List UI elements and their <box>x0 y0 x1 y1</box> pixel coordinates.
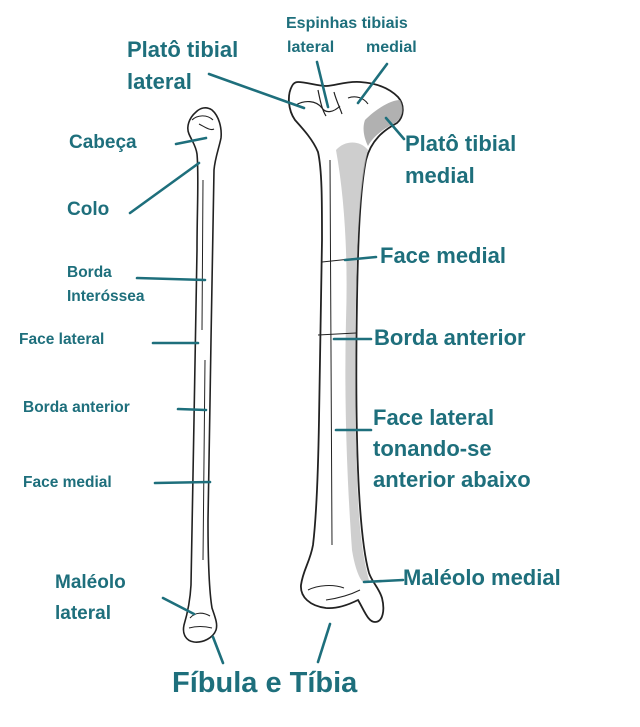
label-borda-anterior-fibula: Borda anterior <box>23 399 130 416</box>
label-borda-interossea-2: Interóssea <box>67 288 145 305</box>
label-espinha-medial: medial <box>366 39 417 56</box>
leader-plato-lateral <box>207 72 306 110</box>
leader-face-medial-tibia <box>343 255 378 262</box>
leader-maleolo-lateral <box>161 596 196 616</box>
leader-borda-anterior-fibula <box>176 407 208 412</box>
label-face-lateral-tibia-3: anterior abaixo <box>373 467 531 492</box>
leader-maleolo-medial <box>362 578 405 584</box>
leader-colo <box>128 161 201 215</box>
label-maleolo-medial: Maléolo medial <box>403 565 561 590</box>
diagram-title: Fíbula e Tíbia <box>172 667 358 699</box>
label-plato-medial-1: Platô tibial <box>405 131 517 156</box>
leader-plato-medial <box>384 116 406 141</box>
leader-espinha-medial <box>356 62 389 105</box>
leader-face-medial-fibula <box>153 480 212 485</box>
label-borda-interossea-1: Borda <box>67 264 112 281</box>
label-espinha-lateral: lateral <box>287 39 335 56</box>
label-face-medial-tibia: Face medial <box>380 243 506 268</box>
label-face-lateral-tibia-1: Face lateral <box>373 405 495 430</box>
label-borda-anterior-tibia: Borda anterior <box>374 325 526 350</box>
leader-title-fibula <box>211 635 225 665</box>
label-colo: Colo <box>67 199 110 220</box>
label-face-medial-fibula: Face medial <box>23 474 112 491</box>
label-plato-medial-2: medial <box>405 163 475 188</box>
label-maleolo-lateral-2: lateral <box>55 603 111 624</box>
label-espinhas-tibiais: Espinhas tibiais <box>286 15 408 32</box>
leader-cabeca <box>174 136 208 146</box>
leader-borda-interossea <box>135 276 207 282</box>
tibia-bone <box>288 80 404 623</box>
label-face-lateral-fibula: Face lateral <box>19 331 105 348</box>
leader-title-tibia <box>316 622 332 664</box>
leader-lines <box>128 60 406 665</box>
leader-espinha-lateral <box>315 60 330 109</box>
label-plato-lateral-1: Platô tibial <box>127 37 239 62</box>
label-plato-lateral-2: lateral <box>127 69 192 94</box>
fibula-bone <box>182 107 222 643</box>
label-cabeca: Cabeça <box>69 132 137 153</box>
label-maleolo-lateral-1: Maléolo <box>55 572 126 593</box>
label-face-lateral-tibia-2: tonando-se <box>373 436 492 461</box>
